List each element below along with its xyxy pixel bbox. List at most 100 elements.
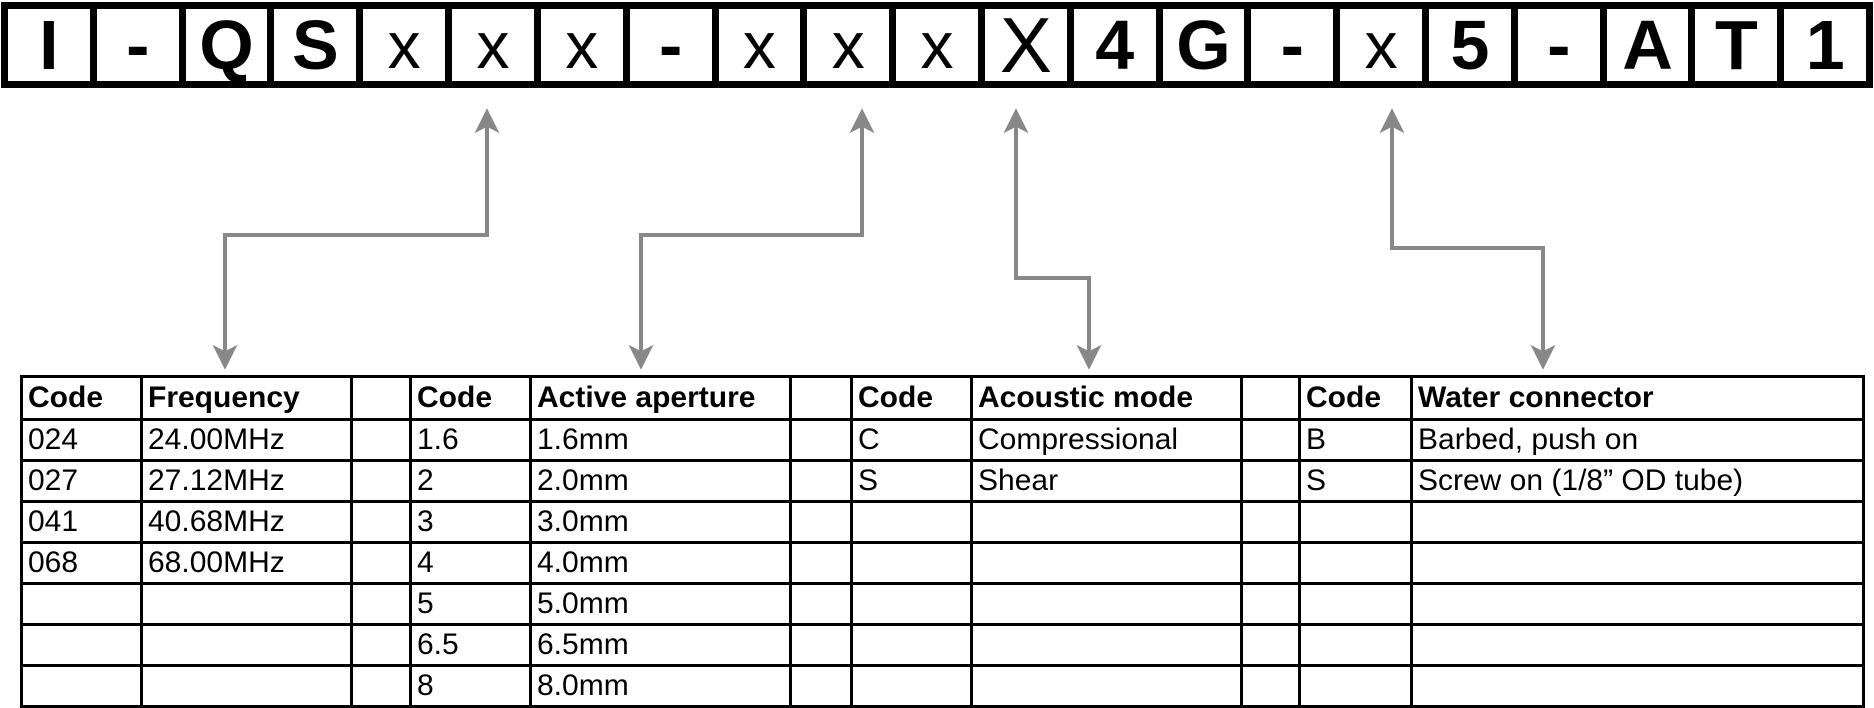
- spacer-cell: [350, 418, 412, 462]
- pn-cell: x: [445, 9, 534, 81]
- spacer-cell: [1240, 664, 1301, 708]
- column-header: Code: [850, 375, 973, 421]
- table-cell: 68.00MHz: [140, 541, 353, 585]
- column-header: Water connector: [1410, 375, 1865, 421]
- table-cell: Shear: [970, 459, 1243, 503]
- spacer-cell: [350, 623, 412, 667]
- table-cell: 1.6: [409, 418, 532, 462]
- arrow-active-aperture: [628, 108, 875, 370]
- table-cell: [20, 582, 143, 626]
- table-cell: Compressional: [970, 418, 1243, 462]
- pn-cell: Q: [178, 9, 268, 81]
- pn-cell: x: [889, 9, 978, 81]
- spacer-cell: [1240, 459, 1301, 503]
- pn-cell: I: [39, 9, 59, 81]
- table-cell: S: [1298, 459, 1413, 503]
- arrow-acoustic-mode: [1003, 108, 1102, 370]
- pn-cell: -: [89, 9, 179, 81]
- table-cell: [850, 500, 973, 544]
- arrow-frequency: [212, 108, 500, 370]
- spacer-cell: [789, 500, 853, 544]
- arrow-water-connector: [1379, 108, 1556, 370]
- spacer-cell: [350, 500, 412, 544]
- table-cell: [140, 582, 353, 626]
- spacer-cell: [350, 664, 412, 708]
- table-cell: S: [850, 459, 973, 503]
- spacer-cell: [350, 582, 412, 626]
- table-cell: 8.0mm: [529, 664, 792, 708]
- table-cell: Barbed, push on: [1410, 418, 1865, 462]
- spacer-cell: [1240, 582, 1301, 626]
- column-header: Code: [1298, 375, 1413, 421]
- table-cell: [850, 582, 973, 626]
- table-cell: [140, 664, 353, 708]
- table-cell: [1298, 541, 1413, 585]
- pn-cell: -: [1510, 9, 1600, 81]
- table-cell: [20, 664, 143, 708]
- spacer-cell: [350, 375, 412, 421]
- table-cell: 4: [409, 541, 532, 585]
- spacer-cell: [789, 418, 853, 462]
- table-cell: [970, 623, 1243, 667]
- spacer-cell: [789, 582, 853, 626]
- spacer-cell: [1240, 418, 1301, 462]
- pn-cell: x: [711, 9, 801, 81]
- table-cell: 024: [20, 418, 143, 462]
- pn-cell: x: [1333, 9, 1422, 81]
- spacer-cell: [1240, 375, 1301, 421]
- table-cell: [970, 500, 1243, 544]
- part-number-boxes: I - Q S x x x - x x x X 4 G - x 5 - A T …: [1, 2, 1873, 88]
- pn-cell: G: [1155, 9, 1245, 81]
- table-cell: [1298, 664, 1413, 708]
- table-cell: [1410, 664, 1865, 708]
- table-cell: 3: [409, 500, 532, 544]
- table-cell: [1298, 500, 1413, 544]
- column-header: Frequency: [140, 375, 353, 421]
- pn-cell: S: [267, 9, 356, 81]
- spacer-cell: [789, 664, 853, 708]
- table-cell: [1410, 541, 1865, 585]
- spacer-cell: [789, 375, 853, 421]
- table-cell: 2: [409, 459, 532, 503]
- pn-cell: x: [356, 9, 445, 81]
- spacer-cell: [789, 459, 853, 503]
- table-cell: [1410, 582, 1865, 626]
- table-cell: 27.12MHz: [140, 459, 353, 503]
- table-cell: 3.0mm: [529, 500, 792, 544]
- spacer-cell: [350, 541, 412, 585]
- pn-cell: -: [1244, 9, 1333, 81]
- table-cell: [970, 582, 1243, 626]
- pn-cell: T: [1688, 9, 1777, 81]
- spacer-cell: [350, 459, 412, 503]
- table-cell: [20, 623, 143, 667]
- table-cell: 5.0mm: [529, 582, 792, 626]
- table-cell: [1298, 623, 1413, 667]
- spacer-cell: [1240, 541, 1301, 585]
- table-cell: B: [1298, 418, 1413, 462]
- table-cell: [970, 541, 1243, 585]
- table-cell: 068: [20, 541, 143, 585]
- table-cell: Screw on (1/8” OD tube): [1410, 459, 1865, 503]
- pn-cell: X: [977, 9, 1067, 81]
- table-cell: [970, 664, 1243, 708]
- table-cell: 027: [20, 459, 143, 503]
- pn-cell: 4: [1066, 9, 1156, 81]
- pn-cell: 1: [1777, 9, 1866, 81]
- pn-cell: A: [1599, 9, 1689, 81]
- table-cell: 6.5: [409, 623, 532, 667]
- table-cell: [1410, 623, 1865, 667]
- table-cell: 40.68MHz: [140, 500, 353, 544]
- table-cell: [850, 541, 973, 585]
- table-cell: 8: [409, 664, 532, 708]
- spacer-cell: [1240, 500, 1301, 544]
- pn-cell: x: [800, 9, 889, 81]
